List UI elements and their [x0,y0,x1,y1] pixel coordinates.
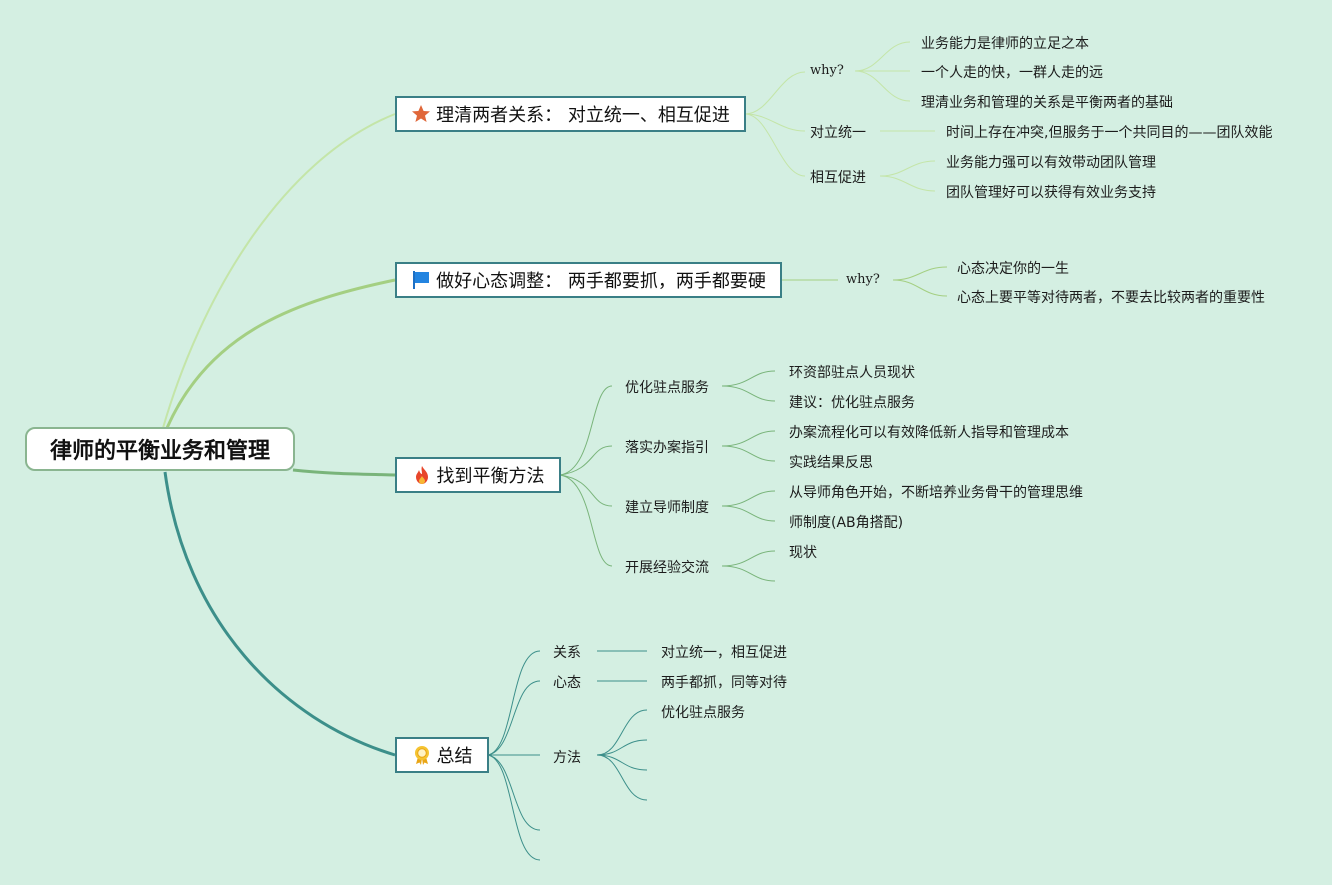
subtopic-why-1[interactable]: why? [810,63,844,78]
leaf-node[interactable]: 现状 [789,545,817,561]
flag-icon [411,270,431,290]
leaf-node[interactable]: 环资部驻点人员现状 [789,365,915,381]
leaf-node[interactable]: 师制度(AB角搭配) [789,515,904,531]
leaf-node[interactable]: 实践结果反思 [789,455,873,471]
leaf-node[interactable]: 心态上要平等对待两者，不要去比较两者的重要性 [957,290,1265,306]
leaf-node[interactable]: 优化驻点服务 [661,705,745,721]
subtopic-mindset[interactable]: 心态 [553,675,581,691]
topic3-connectors [559,370,776,582]
topic-label: 理清两者关系： 对立统一、相互促进 [436,105,730,126]
branch-line-3 [292,468,396,477]
leaf-node[interactable]: 从导师角色开始，不断培养业务骨干的管理思维 [789,485,1083,501]
branch-line-2 [165,278,396,429]
leaf-node[interactable]: 业务能力强可以有效带动团队管理 [946,155,1156,171]
topic-method[interactable]: 找到平衡方法 [395,457,561,493]
topic-mindset[interactable]: 做好心态调整： 两手都要抓，两手都要硬 [395,262,782,298]
subtopic-opposite-unity[interactable]: 对立统一 [810,125,866,141]
root-topic[interactable]: 律师的平衡业务和管理 [25,427,295,471]
topic-label: 做好心态调整： 两手都要抓，两手都要硬 [436,271,766,292]
subtopic-mutual-promotion[interactable]: 相互促进 [810,170,866,186]
topic-relationship[interactable]: 理清两者关系： 对立统一、相互促进 [395,96,746,132]
subtopic-mentor-system[interactable]: 建立导师制度 [625,500,709,516]
leaf-node[interactable]: 对立统一，相互促进 [661,645,787,661]
leaf-node[interactable]: 建议：优化驻点服务 [789,395,915,411]
leaf-node[interactable]: 业务能力是律师的立足之本 [921,36,1089,52]
fire-icon [412,465,432,485]
branch-line-4 [163,471,396,757]
leaf-node[interactable]: 心态决定你的一生 [957,261,1069,277]
subtopic-relation[interactable]: 关系 [553,645,581,661]
star-icon [411,104,431,124]
award-ribbon-icon [412,745,432,765]
subtopic-why-2[interactable]: why? [846,272,880,287]
subtopic-experience-exchange[interactable]: 开展经验交流 [625,560,709,576]
topic4-connectors [487,650,648,861]
leaf-node[interactable]: 团队管理好可以获得有效业务支持 [946,185,1156,201]
topic-label: 找到平衡方法 [436,466,545,487]
leaf-node[interactable]: 两手都抓，同等对待 [661,675,787,691]
leaf-node[interactable]: 办案流程化可以有效降低新人指导和管理成本 [789,425,1069,441]
subtopic-method[interactable]: 方法 [553,750,581,766]
leaf-node[interactable]: 理清业务和管理的关系是平衡两者的基础 [921,95,1173,111]
subtopic-optimize-service[interactable]: 优化驻点服务 [625,380,709,396]
leaf-node[interactable]: 时间上存在冲突,但服务于一个共同目的——团队效能 [946,125,1273,141]
subtopic-case-guidance[interactable]: 落实办案指引 [625,440,709,456]
topic-summary[interactable]: 总结 [395,737,489,773]
topic-label: 总结 [436,746,473,767]
leaf-node[interactable]: 一个人走的快，一群人走的远 [921,65,1103,81]
topic1-connectors [744,41,936,192]
topic2-connectors [781,266,948,297]
branch-line-1 [162,113,396,429]
